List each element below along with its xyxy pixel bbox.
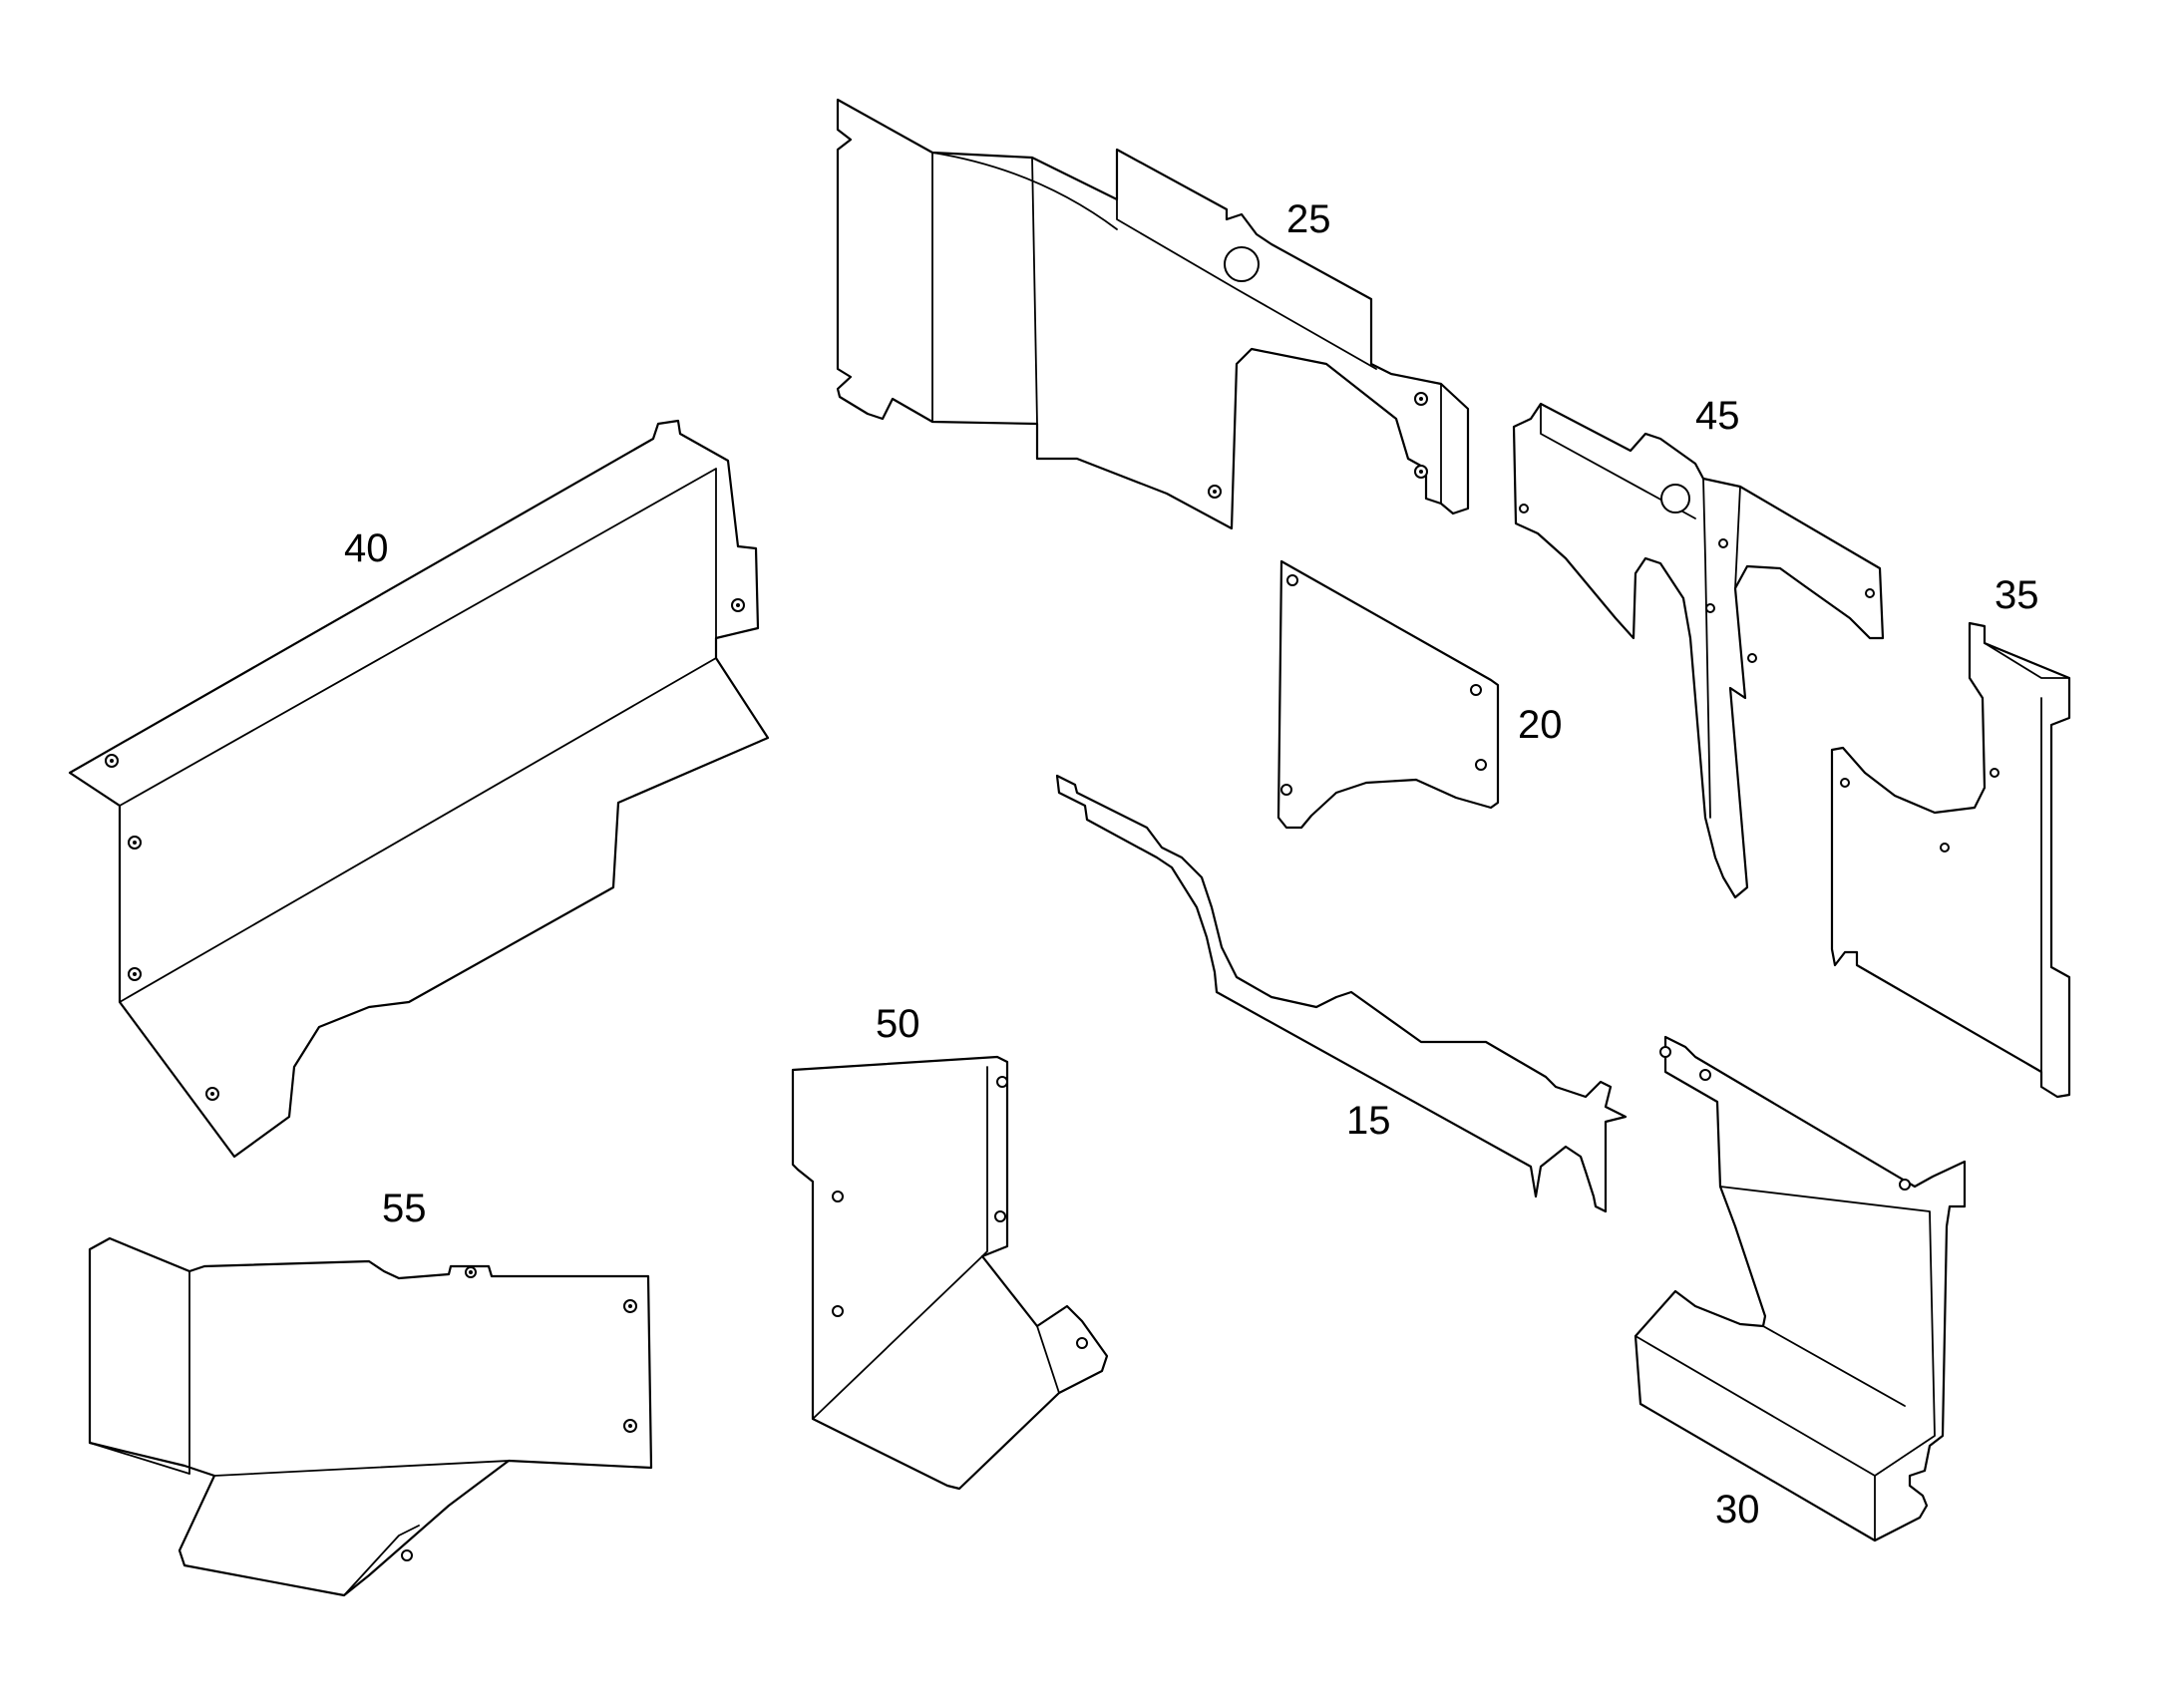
part-45	[1512, 402, 1885, 899]
part-25	[836, 98, 1470, 530]
callout-20: 20	[1518, 703, 1563, 747]
part-30	[1634, 1035, 1967, 1542]
callout-40: 40	[344, 526, 389, 570]
callout-45: 45	[1695, 394, 1740, 438]
callout-50: 50	[876, 1002, 920, 1046]
part-20	[1276, 559, 1500, 830]
part-55	[88, 1236, 653, 1597]
callout-25: 25	[1286, 197, 1331, 241]
callout-30: 30	[1715, 1488, 1760, 1532]
callout-35: 35	[1995, 573, 2039, 617]
part-40	[68, 419, 770, 1159]
part-50	[791, 1055, 1109, 1491]
part-35	[1830, 621, 2071, 1099]
callout-55: 55	[382, 1187, 427, 1230]
callout-15: 15	[1346, 1099, 1391, 1143]
part-15	[1055, 774, 1628, 1213]
